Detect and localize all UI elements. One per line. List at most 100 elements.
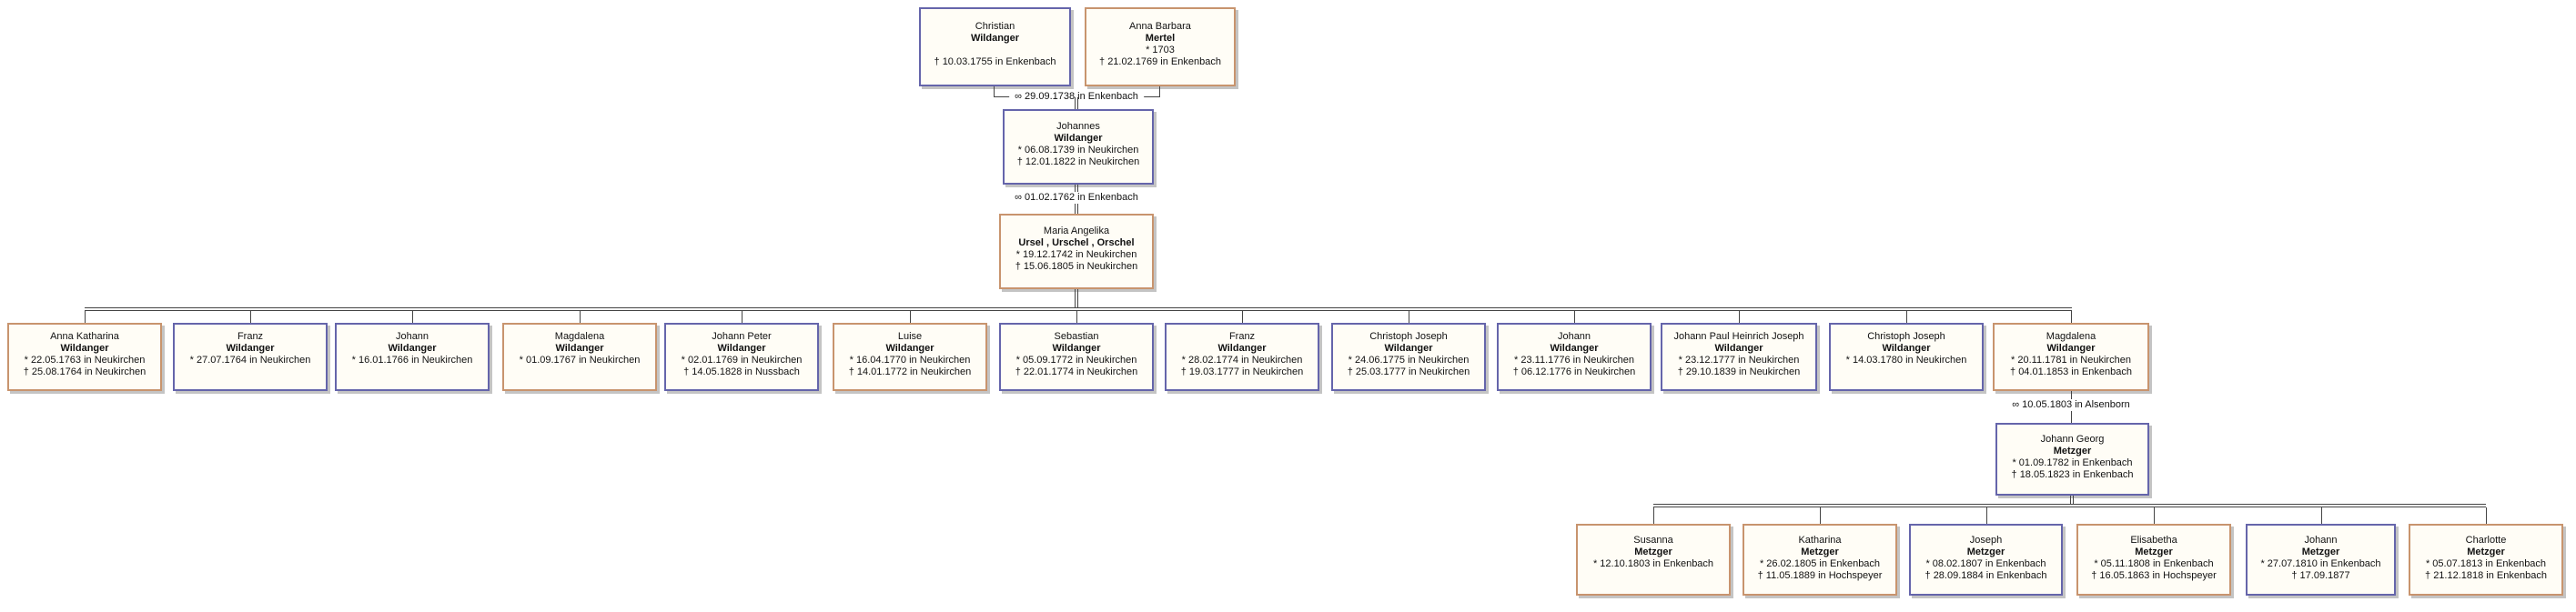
person-box-johann-peter-wildanger[interactable]: Johann Peter Wildanger * 02.01.1769 in N… [664, 323, 819, 391]
surname: Wildanger [1882, 343, 1931, 354]
connector-line [2486, 507, 2487, 524]
surname: Mertel [1145, 33, 1176, 44]
person-box-joseph-metzger[interactable]: Joseph Metzger * 08.02.1807 in Enkenbach… [1909, 524, 2063, 596]
given-name: Johannes [1056, 121, 1100, 132]
given-name: Luise [897, 331, 923, 342]
surname: Metzger [2467, 547, 2505, 557]
sibling-rail [1653, 504, 2486, 507]
person-box-anna-barbara-mertel[interactable]: Anna Barbara Mertel * 1703 † 21.02.1769 … [1085, 7, 1236, 86]
birth-line: * 26.02.1805 in Enkenbach [1759, 558, 1881, 569]
birth-line: * 01.09.1767 in Neukirchen [519, 355, 641, 366]
birth-line: * 28.02.1774 in Neukirchen [1181, 355, 1303, 366]
given-name: Sebastian [1054, 331, 1099, 342]
connector-line [994, 86, 995, 96]
person-box-anna-katharina-wildanger[interactable]: Anna Katharina Wildanger * 22.05.1763 in… [7, 323, 162, 391]
birth-line: * 12.10.1803 in Enkenbach [1592, 558, 1714, 569]
person-box-maria-angelika-ursel[interactable]: Maria Angelika Ursel , Urschel , Orschel… [999, 214, 1154, 289]
given-name: Charlotte [2465, 535, 2507, 546]
person-box-johann-wildanger-1766[interactable]: Johann Wildanger * 16.01.1766 in Neukirc… [335, 323, 490, 391]
given-name: Joseph [1969, 535, 2003, 546]
person-box-charlotte-metzger[interactable]: Charlotte Metzger * 05.07.1813 in Enkenb… [2409, 524, 2563, 596]
person-box-sebastian-wildanger[interactable]: Sebastian Wildanger * 05.09.1772 in Neuk… [999, 323, 1154, 391]
given-name: Johann [395, 331, 429, 342]
surname: Wildanger [1054, 133, 1103, 144]
connector-line [1653, 507, 1654, 524]
surname: Wildanger [226, 343, 275, 354]
birth-line: * 14.03.1780 in Neukirchen [1845, 355, 1967, 366]
surname: Metzger [1801, 547, 1839, 557]
person-box-johann-wildanger-1776[interactable]: Johann Wildanger * 23.11.1776 in Neukirc… [1497, 323, 1652, 391]
person-box-katharina-metzger[interactable]: Katharina Metzger * 26.02.1805 in Enkenb… [1743, 524, 1897, 596]
connector-line [2070, 496, 2074, 504]
birth-line: * 16.01.1766 in Neukirchen [351, 355, 473, 366]
spacer [921, 45, 1069, 56]
death-line: † 11.05.1889 in Hochspeyer [1757, 570, 1883, 581]
connector-line [910, 311, 911, 323]
birth-line: * 22.05.1763 in Neukirchen [24, 355, 146, 366]
birth-line: * 20.11.1781 in Neukirchen [2011, 355, 2131, 366]
connector-line [2071, 311, 2072, 323]
given-name: Johann Peter [712, 331, 772, 342]
given-name: Katharina [1798, 535, 1842, 546]
death-line: † 25.08.1764 in Neukirchen [23, 366, 146, 377]
death-line: † 14.05.1828 in Nussbach [683, 366, 800, 377]
surname: Metzger [2135, 547, 2173, 557]
birth-line: * 05.09.1772 in Neukirchen [1015, 355, 1137, 366]
person-box-elisabetha-metzger[interactable]: Elisabetha Metzger * 05.11.1808 in Enken… [2076, 524, 2231, 596]
death-line: † 25.03.1777 in Neukirchen [1347, 366, 1470, 377]
connector-line [1574, 311, 1575, 323]
surname: Wildanger [717, 343, 766, 354]
connector-line [1820, 507, 1821, 524]
person-box-susanna-metzger[interactable]: Susanna Metzger * 12.10.1803 in Enkenbac… [1576, 524, 1731, 596]
person-box-christoph-joseph-wildanger-1775[interactable]: Christoph Joseph Wildanger * 24.06.1775 … [1331, 323, 1486, 391]
surname: Wildanger [1384, 343, 1433, 354]
person-box-franz-wildanger-1774[interactable]: Franz Wildanger * 28.02.1774 in Neukirch… [1165, 323, 1319, 391]
connector-line [412, 311, 413, 323]
death-line: † 28.09.1884 in Enkenbach [1924, 570, 2047, 581]
surname: Wildanger [2046, 343, 2096, 354]
birth-line: * 08.02.1807 in Enkenbach [1925, 558, 2046, 569]
death-line: † 21.12.1818 in Enkenbach [2425, 570, 2547, 581]
death-line: † 22.01.1774 in Neukirchen [1015, 366, 1138, 377]
death-line: † 16.05.1863 in Hochspeyer [2091, 570, 2217, 581]
person-box-luise-wildanger[interactable]: Luise Wildanger * 16.04.1770 in Neukirch… [833, 323, 987, 391]
given-name: Susanna [1633, 535, 1673, 546]
connector-line [1739, 311, 1740, 323]
death-line: † 17.09.1877 [2291, 570, 2350, 581]
birth-line: * 06.08.1739 in Neukirchen [1017, 145, 1139, 156]
connector-line [1076, 311, 1077, 323]
connector-line [1986, 507, 1987, 524]
person-box-franz-wildanger-1764[interactable]: Franz Wildanger * 27.07.1764 in Neukirch… [173, 323, 328, 391]
given-name: Christoph Joseph [1369, 331, 1448, 342]
surname: Metzger [1966, 547, 2005, 557]
given-name: Johann [1557, 331, 1591, 342]
sibling-rail [85, 307, 2072, 311]
person-box-johann-georg-metzger[interactable]: Johann Georg Metzger * 01.09.1782 in Enk… [1995, 423, 2149, 496]
surname: Wildanger [1217, 343, 1267, 354]
given-name: Christoph Joseph [1867, 331, 1945, 342]
birth-line: * 27.07.1764 in Neukirchen [189, 355, 311, 366]
death-line: † 04.01.1853 in Enkenbach [2010, 366, 2132, 377]
person-box-johann-metzger[interactable]: Johann Metzger * 27.07.1810 in Enkenbach… [2246, 524, 2396, 596]
person-box-magdalena-wildanger-1781[interactable]: Magdalena Wildanger * 20.11.1781 in Neuk… [1993, 323, 2149, 391]
given-name: Johann [2304, 535, 2338, 546]
death-line: † 15.06.1805 in Neukirchen [1015, 261, 1138, 272]
given-name: Franz [1228, 331, 1256, 342]
marriage-label-g3: ∞ 10.05.1803 in Alsenborn [2006, 399, 2136, 411]
death-line: † 12.01.1822 in Neukirchen [1016, 156, 1140, 167]
person-box-christoph-joseph-wildanger-1780[interactable]: Christoph Joseph Wildanger * 14.03.1780 … [1829, 323, 1984, 391]
person-box-christian-wildanger[interactable]: Christian Wildanger † 10.03.1755 in Enke… [919, 7, 1071, 86]
person-box-magdalena-wildanger-1767[interactable]: Magdalena Wildanger * 01.09.1767 in Neuk… [502, 323, 657, 391]
given-name: Franz [237, 331, 264, 342]
marriage-label-g2: ∞ 01.02.1762 in Enkenbach [1009, 192, 1144, 204]
person-box-johannes-wildanger[interactable]: Johannes Wildanger * 06.08.1739 in Neuki… [1003, 109, 1154, 185]
given-name: Anna Barbara [1129, 21, 1191, 32]
surname: Wildanger [1714, 343, 1763, 354]
person-box-johann-paul-heinrich-joseph-wildanger[interactable]: Johann Paul Heinrich Joseph Wildanger * … [1661, 323, 1817, 391]
surname: Wildanger [60, 343, 109, 354]
birth-line: * 23.11.1776 in Neukirchen [1514, 355, 1634, 366]
connector-line [1242, 311, 1243, 323]
given-name: Anna Katharina [50, 331, 119, 342]
surname: Metzger [1634, 547, 1672, 557]
